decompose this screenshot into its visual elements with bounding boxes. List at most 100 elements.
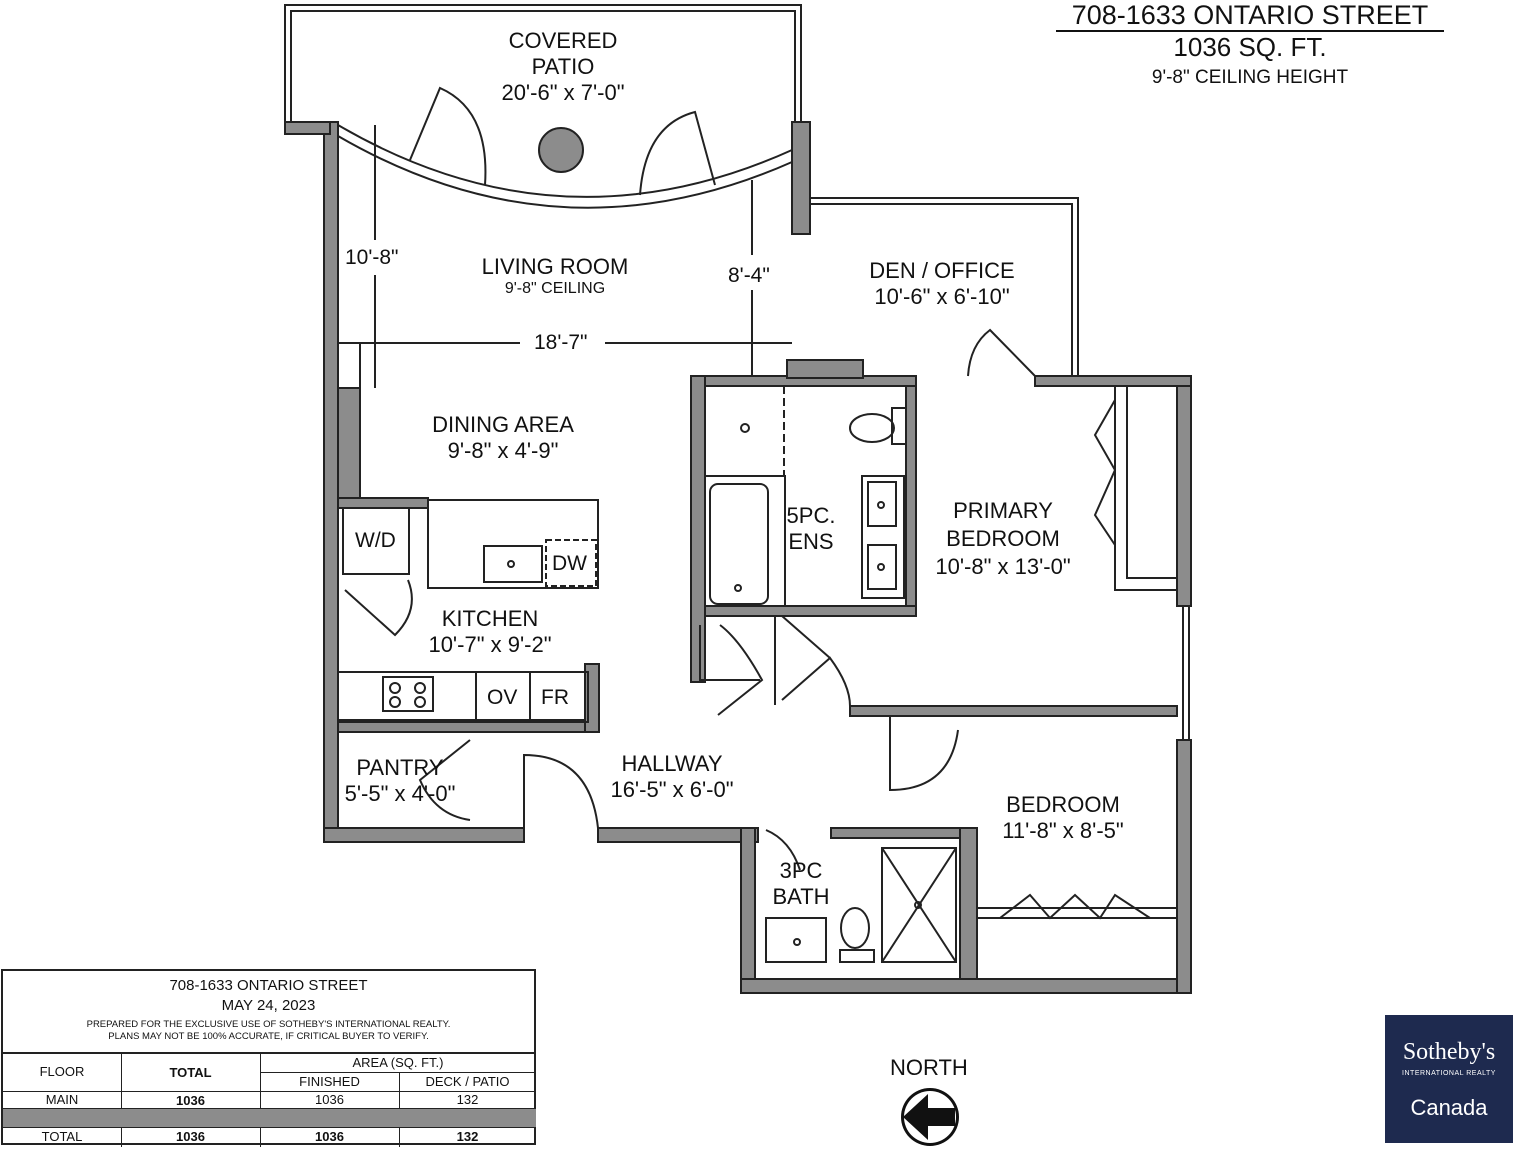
dim-right-height: 8'-4" [728,264,770,288]
wall-ens-left [690,375,706,683]
wall-ens-right [905,385,917,617]
row-main-total: 1036 [176,1093,205,1108]
label-dw: DW [552,552,587,575]
cooktop [382,676,434,712]
wall-right-bed [1176,739,1192,994]
room-size: 9'-8" x 4'-9" [447,438,559,463]
toilet-bath [840,907,870,949]
wall-right-primary [1176,375,1192,607]
north-label: NORTH [890,1055,968,1080]
wall-left-thick [337,387,361,499]
room-name: DEN / OFFICE [869,258,1015,283]
room-size: 10'-7" x 9'-2" [428,632,552,657]
header-ceiling: 9'-8" CEILING HEIGHT [1151,67,1349,88]
th-area: AREA (SQ. FT.) [352,1055,444,1070]
wall-bottom [740,978,1192,994]
room-living: LIVING ROOM 9'-8" CEILING [482,254,629,298]
room-den: DEN / OFFICE 10'-6" x 6'-10" [869,258,1014,310]
wall-bath-right [959,827,978,980]
logo-region: Canada [1410,1095,1488,1120]
room-name: COVERED [508,28,618,53]
room-name: ENS [788,529,834,554]
logo-sub: INTERNATIONAL REALTY [1402,1070,1496,1077]
room-name: BEDROOM [946,526,1060,551]
wall-ens-pillar [786,359,864,379]
wall-bottom-mid [597,827,759,843]
room-hallway: HALLWAY 16'-5" x 6'-0" [610,751,733,803]
toilet-ens [849,413,895,443]
table-note2: PLANS MAY NOT BE 100% ACCURATE, IF CRITI… [108,1031,429,1042]
room-pantry: PANTRY 5'-5" x 4'-0" [345,755,456,807]
row-main-finished: 1036 [315,1092,344,1107]
room-name: 5PC. [786,503,836,528]
row-main-deck: 132 [456,1092,479,1107]
room-name: LIVING ROOM [481,254,629,279]
wall-bath-left [740,827,756,994]
header-address: 708-1633 ONTARIO STREET [1056,0,1444,32]
room-kitchen: KITCHEN 10'-7" x 9'-2" [428,606,551,658]
bathtub [709,483,769,605]
room-size: 16'-5" x 6'-0" [610,777,734,802]
patio-door-right [639,110,716,196]
room-name: BEDROOM [1006,792,1120,817]
wall-wd [337,497,429,509]
table-note: PREPARED FOR THE EXCLUSIVE USE OF SOTHEB… [3,1019,534,1043]
th-total: TOTAL [169,1065,212,1080]
room-bath: 3PC BATH [772,858,829,910]
pantry-door [418,739,471,821]
bath-vanity [765,917,827,963]
th-finished: FINISHED [299,1074,360,1089]
wall-top-primary [1034,375,1192,387]
north-arrow-icon [901,1088,959,1146]
washer-dryer [342,507,410,575]
row-total-total: 1036 [176,1129,205,1144]
room-name: HALLWAY [621,751,723,776]
table-note1: PREPARED FOR THE EXCLUSIVE USE OF SOTHEB… [86,1019,451,1030]
wall-column [791,121,811,235]
header-area: 1036 SQ. FT. [1173,32,1327,62]
wall-ens-bottom [704,605,917,617]
room-size: 10'-8" x 13'-0" [935,554,1071,579]
room-dining: DINING AREA 9'-8" x 4'-9" [432,412,574,464]
patio-door-left [409,86,487,186]
room-primary: PRIMARY BEDROOM 10'-8" x 13'-0" [935,497,1070,581]
kitchen-island [427,499,599,589]
row-total-finished: 1036 [315,1129,344,1144]
label-wd: W/D [355,529,396,552]
wall-bath-top [830,827,978,839]
table-date: MAY 24, 2023 [221,997,316,1014]
wall-top-left [284,121,331,135]
dim-width: 18'-7" [534,331,588,355]
room-size: 20'-6" x 7'-0" [501,80,625,105]
area-table: 708-1633 ONTARIO STREET MAY 24, 2023 PRE… [1,969,536,1147]
label-ov: OV [487,686,518,709]
vanity-double [861,475,905,599]
sink [483,545,543,583]
room-size: 10'-6" x 6'-10" [874,284,1010,309]
logo-brand: Sotheby's [1402,1039,1496,1065]
room-size: 11'-8" x 8'-5" [1002,818,1124,843]
th-floor: FLOOR [39,1064,85,1079]
wall-hall-top [849,705,1178,717]
room-name: 3PC [779,858,823,883]
dishwasher [545,539,597,587]
table-address: 708-1633 ONTARIO STREET [169,977,368,994]
wall-bottom-left [323,827,525,843]
room-patio: COVERED PATIO 20'-6" x 7'-0" [501,28,624,106]
room-bedroom: BEDROOM 11'-8" x 8'-5" [1002,792,1123,844]
row-main-floor: MAIN [45,1092,79,1107]
room-note: 9'-8" CEILING [504,280,606,297]
den-door [967,328,1036,377]
row-total-floor: TOTAL [41,1129,83,1144]
room-name: PRIMARY [953,498,1053,523]
curved-window [337,124,793,198]
label-fr: FR [541,686,569,709]
room-name: DINING AREA [432,412,574,437]
room-name: BATH [772,884,830,909]
dim-left-height: 10'-8" [345,246,399,270]
den-wall [810,197,1079,376]
shower [881,847,957,963]
brand-logo: Sotheby's INTERNATIONAL REALTY Canada [1385,1015,1513,1143]
room-name: PATIO [531,54,595,79]
